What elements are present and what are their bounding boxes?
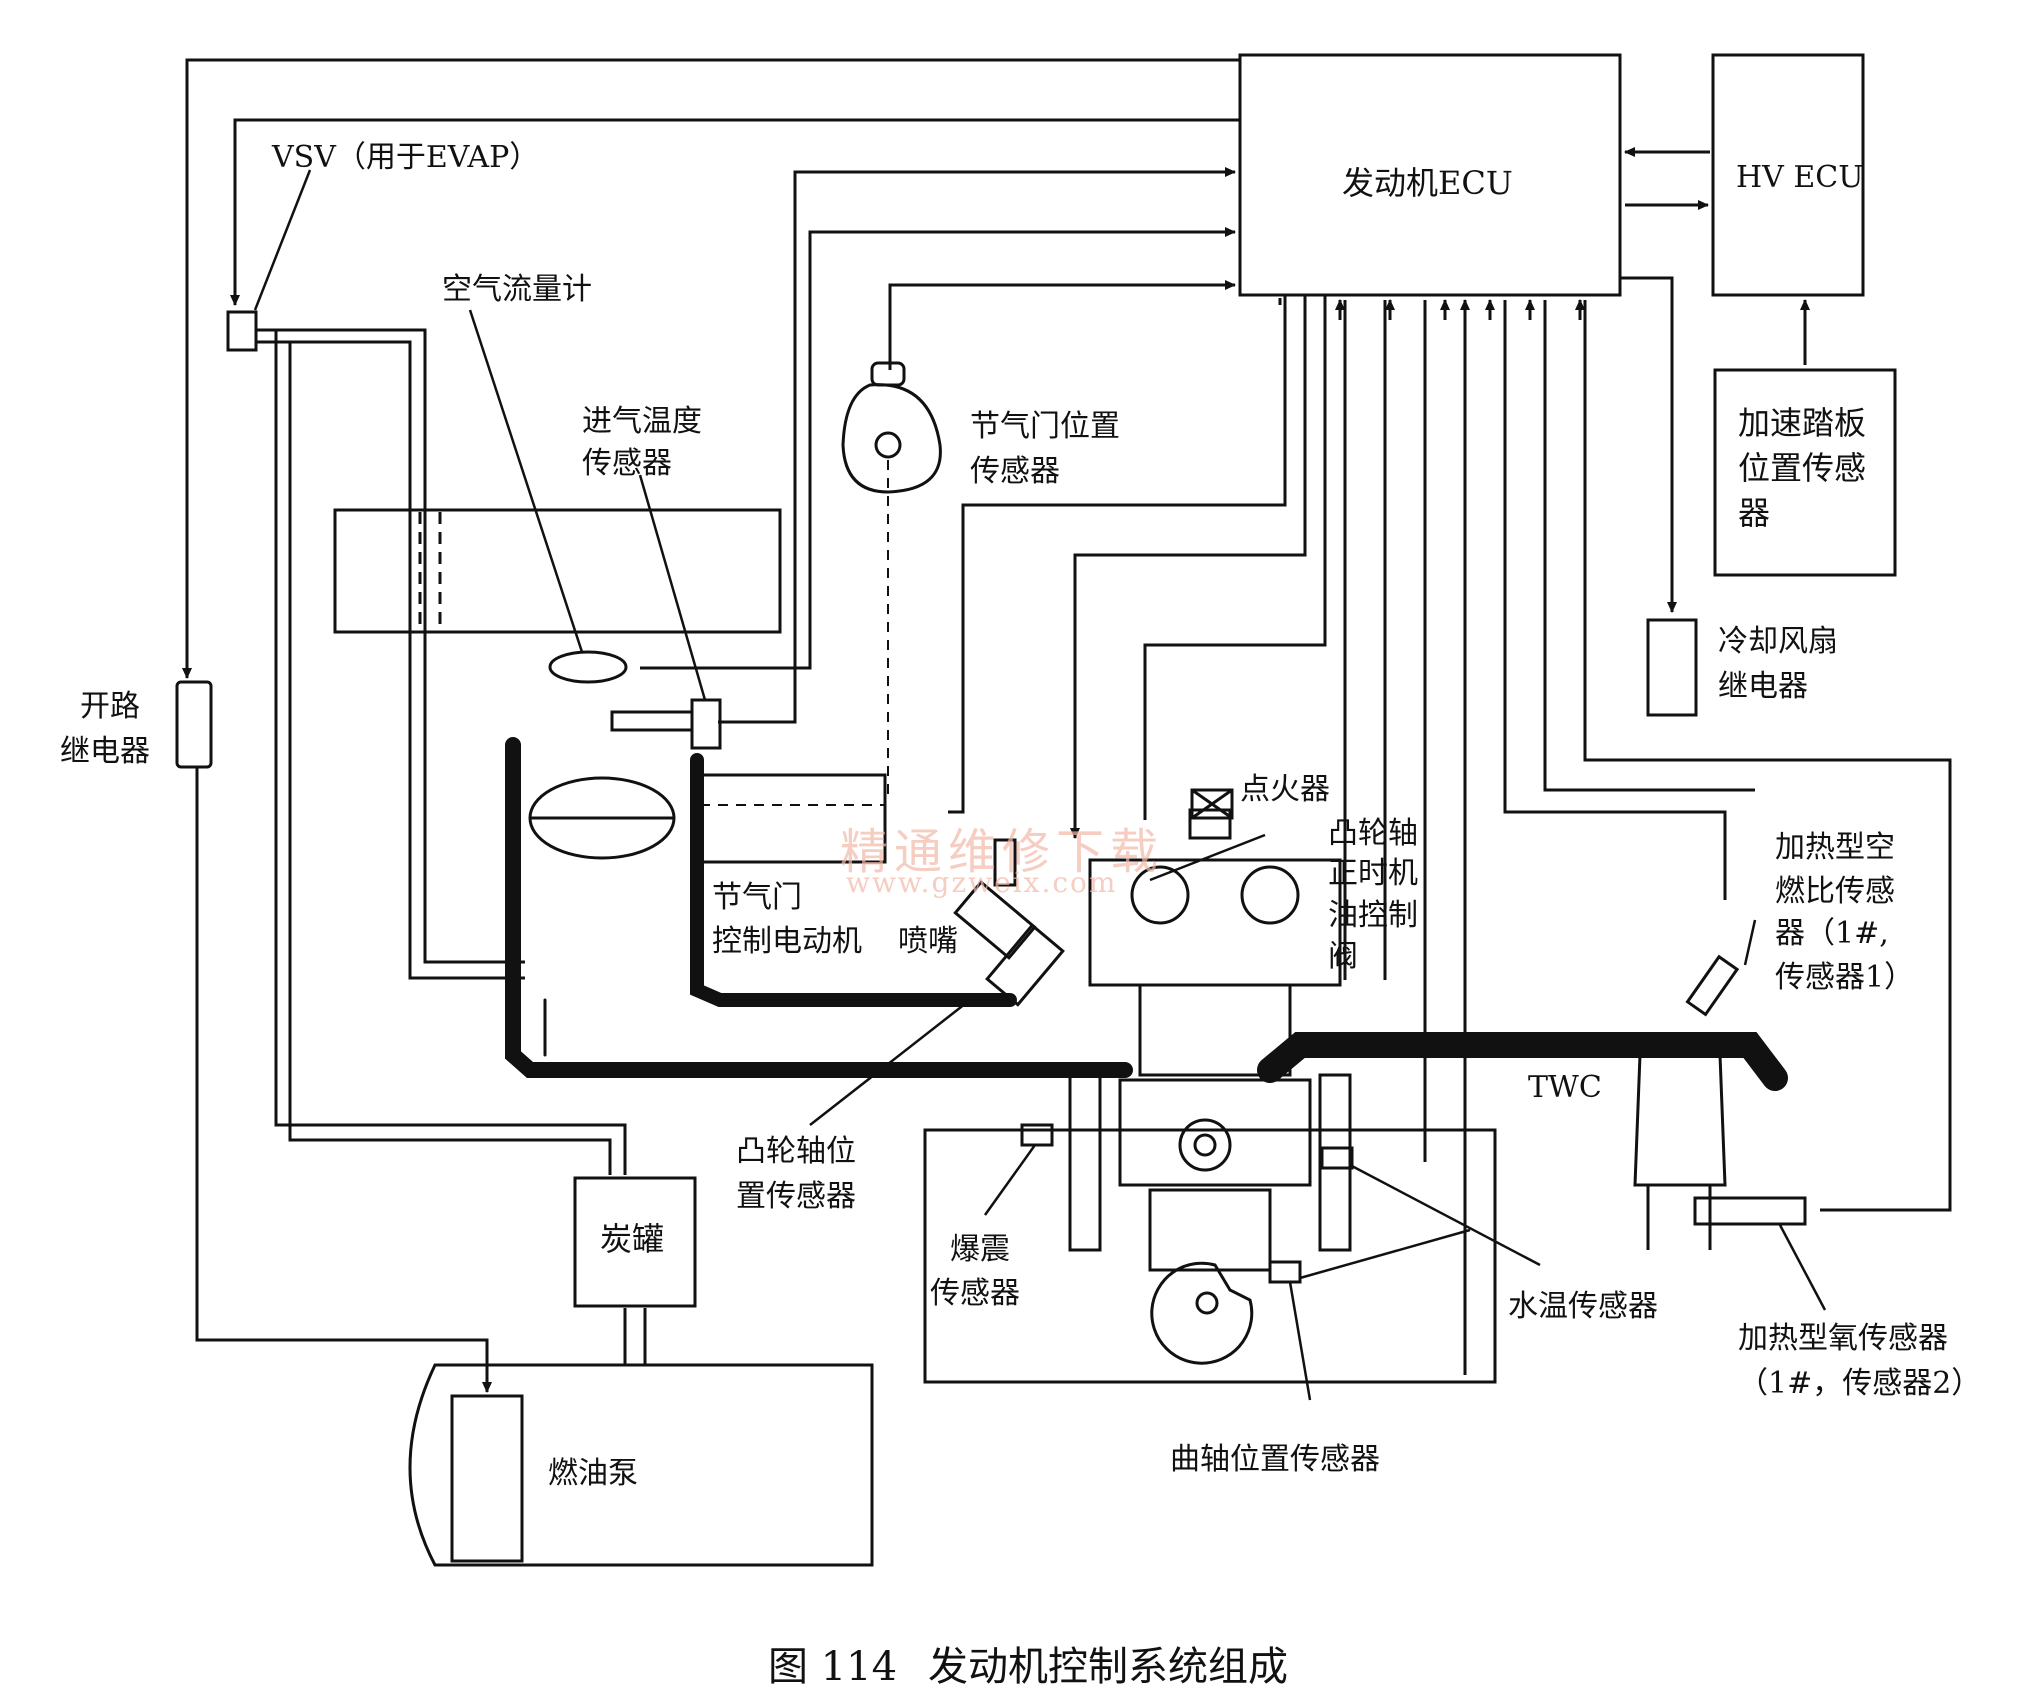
air-flow-label: 空气流量计 (442, 272, 592, 307)
heated-o2-label-2: （1#，传感器2） (1738, 1366, 1982, 1401)
air-flow-meter (548, 650, 628, 684)
throttle-sensor (841, 383, 942, 494)
knock-label-2: 传感器 (930, 1276, 1020, 1311)
injector-shape (953, 838, 1065, 1007)
vsv-body (226, 310, 258, 352)
canister-box (573, 1176, 697, 1308)
accel-sensor-box (1713, 368, 1897, 577)
watermark-url: www.gzweix.com (846, 866, 1118, 899)
wire-af-2 (1543, 300, 1755, 792)
ignitor-label: 点火器 (1240, 772, 1330, 807)
canister-label: 炭罐 (600, 1220, 665, 1258)
crank-pos-label: 曲轴位置传感器 (1170, 1442, 1380, 1477)
fuel-pump-label: 燃油泵 (548, 1456, 638, 1491)
af-sensor (1685, 954, 1740, 1017)
vsv-label: VSV（用于EVAP） (272, 140, 540, 175)
engine-ecu-label: 发动机ECU (1342, 164, 1513, 202)
cam-pos-label-2: 置传感器 (736, 1179, 856, 1214)
intake-exhaust (505, 737, 1788, 1091)
cam-timing-label-3: 油控制 (1328, 898, 1418, 933)
knock-label-1: 爆震 (950, 1232, 1010, 1267)
twc-label: TWC (1528, 1070, 1602, 1105)
wire-af (1503, 300, 1727, 900)
intake-temp-probe (610, 710, 694, 732)
cooling-fan-label-2: 继电器 (1718, 669, 1808, 704)
engine-ecu-box (1238, 53, 1622, 297)
open-relay-label-2: 继电器 (60, 734, 150, 769)
cam-timing-label-4: 阀 (1328, 939, 1358, 974)
heated-af-label-3: 器（1#, (1775, 916, 1889, 951)
open-relay-box (175, 680, 213, 769)
figure-title: 发动机控制系统组成 (928, 1644, 1288, 1690)
open-relay-label-1: 开路 (80, 689, 140, 724)
cam-timing-label-1: 凸轮轴 (1328, 816, 1418, 851)
fuel-pump-box (450, 1394, 524, 1563)
twc-converter (1633, 1053, 1727, 1187)
heated-af-label-4: 传感器1） (1775, 960, 1915, 995)
accel-sensor-label-2: 位置传感 (1738, 449, 1867, 487)
accel-sensor-label-1: 加速踏板 (1738, 404, 1867, 442)
evap-lines (195, 328, 647, 1393)
heated-af-label-1: 加热型空 (1775, 830, 1895, 865)
throttle-pos-label-1: 节气门位置 (970, 409, 1120, 444)
hv-ecu-label: HV ECU (1736, 160, 1864, 195)
figure-number: 图 114 (768, 1644, 898, 1690)
engine-frame (923, 1128, 1497, 1384)
crank-sensor (1268, 1260, 1302, 1284)
wire-o2 (1583, 300, 1952, 1212)
wiring (182, 58, 1952, 1375)
intake-temp-label-2: 传感器 (582, 446, 672, 481)
throttle-pipe (700, 773, 887, 864)
intake-temp-sensor (690, 698, 722, 750)
wire-ignitor (1143, 295, 1327, 820)
water-temp-label: 水温传感器 (1508, 1289, 1658, 1324)
wire-throttle-motor (948, 295, 1287, 814)
fuel-tank (408, 1363, 874, 1567)
knock-sensor (1020, 1123, 1054, 1147)
intake-temp-label-1: 进气温度 (582, 404, 702, 439)
o2-sensor (1693, 1196, 1807, 1226)
watermark-cn: 精通维修下载 (840, 824, 1165, 880)
hv-ecu-box (1711, 53, 1865, 297)
injector-label: 喷嘴 (898, 924, 958, 959)
wire-throttle-pos (888, 280, 1236, 370)
throttle-sensor-cap (870, 361, 906, 387)
ecu-input-arrows (1335, 299, 1585, 320)
heated-o2-label-1: 加热型氧传感器 (1738, 1321, 1948, 1356)
cam-pos-label-1: 凸轮轴位 (736, 1134, 856, 1169)
cooling-fan-label-1: 冷却风扇 (1718, 624, 1838, 659)
water-temp-sensor (1320, 1146, 1354, 1170)
air-filter (333, 508, 782, 634)
throttle-motor-label-2: 控制电动机 (712, 924, 862, 959)
wire-airflow (640, 227, 1236, 670)
ignitor-box (1188, 808, 1232, 840)
cooling-fan-relay-box (1646, 618, 1698, 717)
wire-injector (1070, 295, 1307, 839)
wire-intake-temp (718, 167, 1236, 724)
throttle-motor-label-1: 节气门 (712, 880, 802, 915)
crank-pulley-hub (1195, 1291, 1219, 1315)
wire-fan (1620, 276, 1677, 613)
wire-open-relay (182, 58, 1240, 679)
throttle-pos-label-2: 传感器 (970, 454, 1060, 489)
accel-sensor-label-3: 器 (1738, 494, 1771, 532)
cam-timing-label-2: 正时机 (1328, 856, 1418, 891)
crank-pulley (1150, 1261, 1254, 1365)
leader-lines (253, 169, 1827, 1401)
wire-vsv (230, 118, 1240, 306)
heated-af-label-2: 燃比传感 (1775, 874, 1895, 909)
throttle-sensor-hole (874, 431, 902, 459)
engine-block (1068, 788, 1352, 1272)
